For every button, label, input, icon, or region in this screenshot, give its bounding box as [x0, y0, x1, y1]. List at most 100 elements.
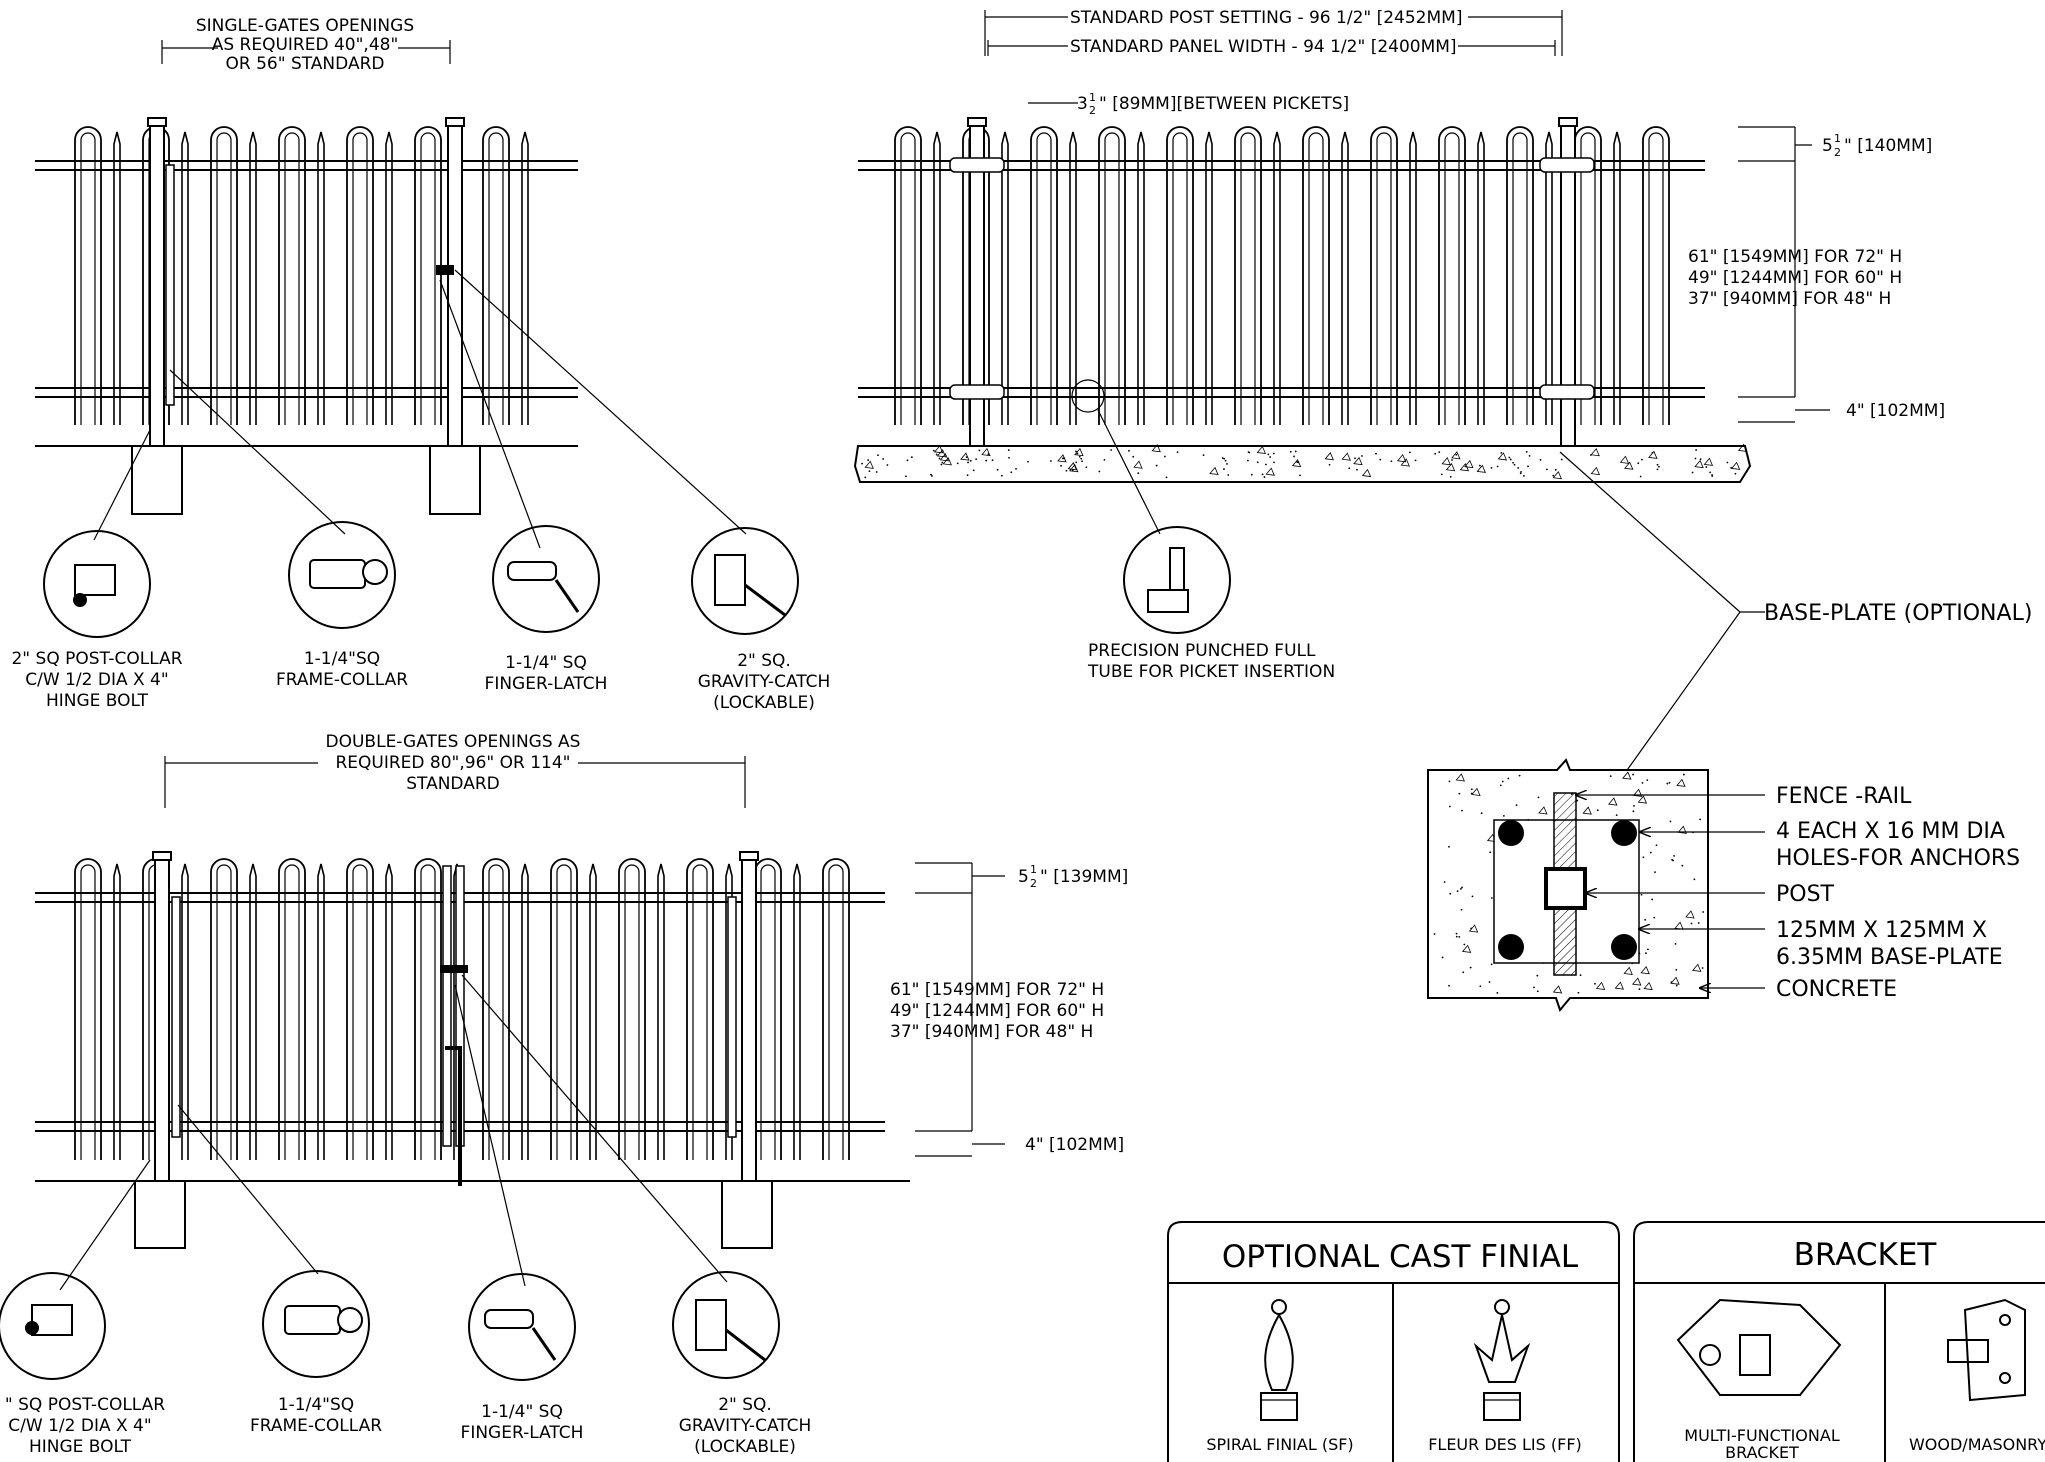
- single-frame-collar-label-2: FRAME-COLLAR: [276, 670, 408, 690]
- multi-functional-label-2: BRACKET: [1725, 1443, 1799, 1462]
- double-gate-left-post: [134, 851, 186, 1249]
- single-hinge-bolt-callout: [43, 530, 151, 638]
- single-gravity-catch-label-3: (LOCKABLE): [713, 693, 815, 713]
- double-gate-opening-label-2: REQUIRED 80",96" OR 114": [335, 753, 570, 773]
- base-plate-optional-label: BASE-PLATE (OPTIONAL): [1764, 601, 2032, 626]
- spear-picket: [1273, 131, 1281, 425]
- punched-tube-label-1: PRECISION PUNCHED FULL: [1088, 641, 1316, 661]
- spear-picket: [793, 863, 801, 1160]
- base-plate-label-1: 125MM X 125MM X: [1776, 918, 1987, 943]
- loop-picket: [74, 858, 102, 1160]
- spear-picket: [317, 131, 325, 425]
- double-frame-collar-callout: [262, 1270, 370, 1378]
- panel-top-dim-den: 2: [1834, 146, 1841, 159]
- spear-picket: [317, 863, 325, 1160]
- single-hinge-label-2: C/W 1/2 DIA X 4": [25, 670, 168, 690]
- post-label: POST: [1776, 882, 1835, 907]
- bracket-box: BRACKET MULTI-FUNCTIONAL BRACKET WOOD/MA…: [1633, 1221, 2045, 1462]
- fleur-des-lis-finial-icon: [1473, 1299, 1531, 1421]
- double-frame-collar-label-1: 1-1/4"SQ: [278, 1395, 354, 1415]
- concrete-slab: [853, 443, 1752, 483]
- single-finger-latch-label-2: FINGER-LATCH: [485, 674, 608, 694]
- base-plate-label-2: 6.35MM BASE-PLATE: [1776, 945, 2003, 970]
- loop-picket: [414, 126, 442, 425]
- single-hinge-label-3: HINGE BOLT: [46, 691, 149, 711]
- loop-picket: [278, 126, 306, 425]
- spear-picket: [521, 131, 529, 425]
- loop-picket: [1370, 126, 1398, 425]
- panel-right-post: [1539, 117, 1595, 453]
- picket-spacing-whole: 3: [1077, 94, 1088, 114]
- spear-picket: [181, 131, 189, 425]
- wood-masonry-bracket-icon: [1947, 1298, 2026, 1402]
- loop-picket: [210, 126, 238, 425]
- picket-spacing-num: 1: [1089, 91, 1096, 104]
- double-frame-collar-label-2: FRAME-COLLAR: [250, 1416, 382, 1436]
- loop-picket: [482, 858, 510, 1160]
- spear-picket: [521, 863, 529, 1160]
- anchor-hole-bottom-left: [1498, 934, 1524, 960]
- punched-tube-marker: [1071, 379, 1105, 413]
- wood-masonry-label: WOOD/MASONRY: [1909, 1435, 2045, 1454]
- panel-top-dim-num: 1: [1834, 132, 1841, 145]
- anchor-hole-top-right: [1611, 820, 1637, 846]
- loop-picket: [822, 858, 850, 1160]
- single-gate-opening-label-1: SINGLE-GATES OPENINGS: [196, 16, 414, 36]
- double-finger-latch-label-1: 1-1/4" SQ: [481, 1402, 563, 1422]
- multi-functional-label-1: MULTI-FUNCTIONAL: [1684, 1426, 1840, 1445]
- single-gates-elevation: SINGLE-GATES OPENINGS AS REQUIRED 40",48…: [11, 16, 830, 713]
- single-gravity-catch-label-2: GRAVITY-CATCH: [698, 672, 831, 692]
- loop-picket: [278, 858, 306, 1160]
- double-finger-latch-label-2: FINGER-LATCH: [461, 1423, 584, 1443]
- post-section: [1544, 867, 1587, 910]
- panel-bottom-dim: 4" [102MM]: [1846, 401, 1945, 421]
- loop-picket: [1234, 126, 1262, 425]
- spear-picket: [933, 131, 941, 425]
- picket-spacing-label: " [89MM][BETWEEN PICKETS]: [1099, 94, 1349, 114]
- anchor-hole-top-left: [1498, 820, 1524, 846]
- spear-picket: [1545, 131, 1553, 425]
- loop-picket: [482, 126, 510, 425]
- single-gravity-catch-callout: [691, 527, 799, 635]
- spear-picket: [181, 863, 189, 1160]
- double-top-dim-num: 1: [1030, 863, 1037, 876]
- bracket-box-title: BRACKET: [1794, 1237, 1938, 1273]
- double-top-dim-label: " [139MM]: [1040, 867, 1128, 887]
- single-gate-opening-label-3: OR 56" STANDARD: [226, 54, 385, 74]
- panel-top-dim-label: " [140MM]: [1844, 136, 1932, 156]
- spear-picket: [1477, 131, 1485, 425]
- panel-left-post: [949, 117, 1005, 453]
- spear-picket: [113, 131, 121, 425]
- double-gate-opening-label-3: STANDARD: [406, 774, 500, 794]
- standard-panel-elevation: STANDARD POST SETTING - 96 1/2" [2452MM]…: [853, 8, 2032, 809]
- loop-picket: [1166, 126, 1194, 425]
- panel-top-dim-whole: 5: [1822, 136, 1833, 156]
- anchor-holes-label-2: HOLES-FOR ANCHORS: [1776, 846, 2020, 871]
- panel-height-3: 37" [940MM] FOR 48" H: [1688, 289, 1891, 309]
- finial-box-title: OPTIONAL CAST FINIAL: [1222, 1239, 1579, 1275]
- double-hinge-label-1: " SQ POST-COLLAR: [5, 1395, 165, 1415]
- concrete-label: CONCRETE: [1776, 977, 1897, 1002]
- single-hinge-label-1: 2" SQ POST-COLLAR: [11, 649, 182, 669]
- loop-picket: [686, 858, 714, 1160]
- double-hinge-label-2: C/W 1/2 DIA X 4": [8, 1416, 151, 1436]
- loop-picket: [1642, 126, 1670, 425]
- loop-picket: [550, 858, 578, 1160]
- panel-height-2: 49" [1244MM] FOR 60" H: [1688, 268, 1902, 288]
- spear-picket: [1137, 131, 1145, 425]
- loop-picket: [894, 126, 922, 425]
- spear-picket: [1613, 131, 1621, 425]
- double-gate-right-post: [721, 851, 773, 1249]
- double-hinge-label-3: HINGE BOLT: [29, 1437, 132, 1457]
- loop-picket: [754, 858, 782, 1160]
- spear-picket: [657, 863, 665, 1160]
- single-finger-latch-label-1: 1-1/4" SQ: [505, 653, 587, 673]
- double-height-1: 61" [1549MM] FOR 72" H: [890, 980, 1104, 1000]
- spear-picket: [1069, 131, 1077, 425]
- spear-picket: [249, 131, 257, 425]
- spear-picket: [385, 131, 393, 425]
- picket-spacing-den: 2: [1089, 104, 1096, 117]
- spear-picket: [1001, 131, 1009, 425]
- anchor-holes-label-1: 4 EACH X 16 MM DIA: [1776, 819, 2005, 844]
